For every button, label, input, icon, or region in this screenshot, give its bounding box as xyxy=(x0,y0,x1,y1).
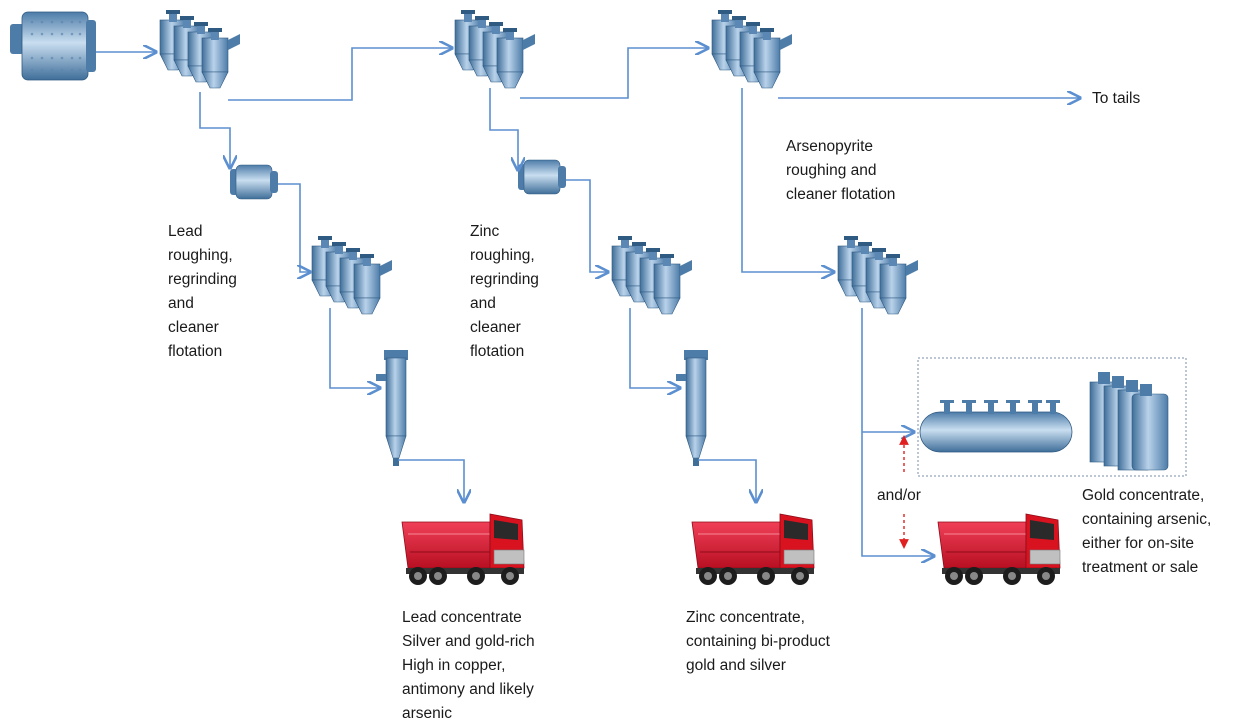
thickener-cyclone-icon xyxy=(675,349,709,467)
thickener-cyclone-icon xyxy=(375,349,409,467)
dump-truck-icon xyxy=(937,513,1061,586)
flotation-cells-icon xyxy=(311,235,393,315)
on-site-treatment-box xyxy=(917,357,1187,477)
flotation-cells-icon xyxy=(611,235,693,315)
flow-lines xyxy=(96,48,1080,556)
arsenopyrite-flotation-label: Arsenopyrite roughing and cleaner flotat… xyxy=(786,138,896,203)
dump-truck-icon xyxy=(691,513,815,586)
regrind-mill-icon xyxy=(517,159,567,195)
leach-tank-icon xyxy=(919,400,1073,453)
dump-truck-icon xyxy=(401,513,525,586)
flotation-cells-icon xyxy=(454,9,536,89)
flotation-cells-icon xyxy=(711,9,793,89)
zinc-concentrate-label: Zinc concentrate, containing bi-product … xyxy=(686,609,830,674)
flotation-cells-icon xyxy=(837,235,919,315)
zinc-process-label: Zinc roughing, regrinding and cleaner fl… xyxy=(470,223,539,360)
grinding-mill-icon xyxy=(10,11,96,81)
and-or-label: and/or xyxy=(877,487,921,504)
lead-process-label: Lead roughing, regrinding and cleaner fl… xyxy=(168,223,237,360)
leach-cells-icon xyxy=(1089,372,1169,471)
gold-concentrate-label: Gold concentrate, containing arsenic, ei… xyxy=(1082,487,1212,576)
flotation-cells-icon xyxy=(159,9,241,89)
to-tails-label: To tails xyxy=(1092,90,1141,107)
regrind-mill-icon xyxy=(229,164,279,200)
lead-concentrate-label: Lead concentrate Silver and gold-rich Hi… xyxy=(402,609,535,719)
